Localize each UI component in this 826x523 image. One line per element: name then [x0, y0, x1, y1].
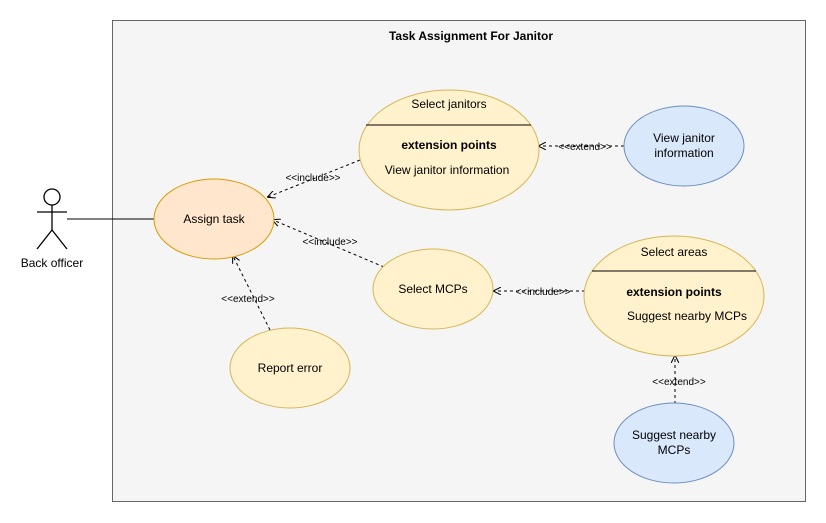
- usecase-report-error-label: Report error: [258, 361, 323, 375]
- actor-head-icon: [43, 188, 61, 206]
- usecase-report-error[interactable]: Report error: [229, 327, 351, 409]
- include-line-mcps: [273, 220, 385, 268]
- extend-line-report: [233, 256, 271, 331]
- usecase-assign-task[interactable]: Assign task: [153, 178, 275, 260]
- diagram-title: Task Assignment For Janitor: [389, 29, 553, 43]
- extend-label-view: <<extend>>: [558, 142, 612, 153]
- usecase-select-areas[interactable]: Select areas extension points Suggest ne…: [583, 235, 765, 357]
- extend-label-report: <<extend>>: [221, 294, 275, 305]
- usecase-select-mcps-label: Select MCPs: [398, 282, 467, 296]
- usecase-select-areas-title: Select areas: [641, 245, 708, 259]
- actor-back-officer[interactable]: [36, 188, 68, 250]
- actor-label: Back officer: [21, 256, 83, 270]
- usecase-select-janitors-title: Select janitors: [411, 97, 486, 111]
- usecase-select-janitors[interactable]: Select janitors extension points View ja…: [358, 89, 540, 211]
- include-label-mcps: <<include>>: [302, 237, 357, 248]
- extend-label-suggest: <<extend>>: [652, 377, 706, 388]
- usecase-extension-header: extension points: [401, 138, 497, 152]
- usecase-suggest-mcps-line2: MCPs: [658, 443, 691, 457]
- usecase-extension-point: View janitor information: [385, 163, 510, 177]
- usecase-extension-point: Suggest nearby MCPs: [627, 309, 747, 323]
- include-label-areas: <<include>>: [515, 287, 570, 298]
- usecase-suggest-mcps[interactable]: Suggest nearby MCPs: [613, 402, 735, 484]
- usecase-extension-header: extension points: [626, 285, 722, 299]
- usecase-view-janitor-line1: View janitor: [653, 131, 715, 145]
- usecase-view-janitor-line2: information: [654, 146, 713, 160]
- include-label-janitors: <<include>>: [285, 173, 340, 184]
- usecase-suggest-mcps-line1: Suggest nearby: [632, 428, 716, 442]
- include-line-janitors: [268, 159, 361, 197]
- usecase-view-janitor-info[interactable]: View janitor information: [623, 105, 745, 187]
- usecase-assign-task-label: Assign task: [183, 212, 245, 226]
- usecase-select-mcps[interactable]: Select MCPs: [372, 248, 494, 330]
